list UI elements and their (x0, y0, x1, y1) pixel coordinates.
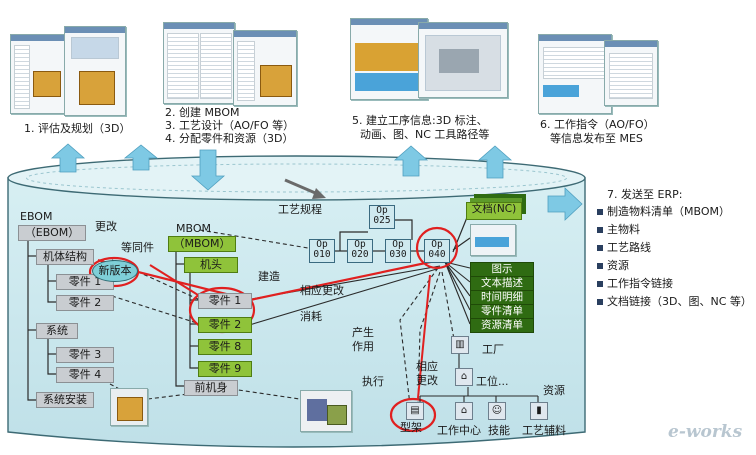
circle-op040 (415, 226, 459, 270)
mbom-title: MBOM (176, 222, 211, 235)
fixture-icon: ▤ (406, 402, 424, 420)
step5-caption-line1: 5. 建立工序信息:3D 标注、 (352, 114, 488, 127)
screenshot-work-instruction-2 (604, 40, 658, 106)
ebom-item-part4: 零件 4 (56, 367, 114, 383)
circle-fixture (389, 397, 437, 433)
factory-icon: ▥ (451, 336, 469, 354)
arrow-up-step6 (477, 145, 513, 179)
label-execute: 执行 (362, 375, 384, 388)
screenshot-evaluation-1 (10, 34, 66, 114)
mbom-item-part8: 零件 8 (198, 339, 252, 355)
work-center-icon: ⌂ (455, 402, 473, 420)
mbom-item-forward-fuselage: 前机身 (184, 380, 238, 396)
label-corr-change-2: 更改 (416, 374, 438, 387)
label-corr-change-1: 相应 (416, 360, 438, 373)
circle-new-version (88, 256, 140, 288)
step3-caption: 3. 工艺设计（AO/FO 等） (165, 119, 295, 132)
step5-caption-line2: 动画、图、NC 工具路径等 (360, 128, 490, 141)
step4-caption: 4. 分配零件和资源（3D） (165, 132, 294, 145)
label-corresponding-change: 相应更改 (300, 284, 344, 297)
ebom-item-system-install: 系统安装 (36, 392, 94, 408)
step2-caption: 2. 创建 MBOM (165, 106, 240, 119)
resource-resources: 资源 (543, 384, 565, 397)
screenshot-mbom (163, 22, 235, 104)
aux-material-icon: ▮ (530, 402, 548, 420)
arrow-up-2 (123, 144, 159, 171)
resource-factory: 工厂 (482, 343, 504, 356)
label-effect: 作用 (352, 340, 374, 353)
erp-item-document-link: 文档链接（3D、图、NC 等） (607, 295, 752, 308)
step1-caption: 1. 评估及规划（3D） (24, 122, 131, 135)
erp-item-routing: 工艺路线 (607, 241, 651, 254)
info-text-description[interactable]: 文本描述 (470, 276, 534, 291)
ebom-title: EBOM (20, 210, 53, 223)
info-time-detail[interactable]: 时间明细 (470, 290, 534, 305)
mbom-item-part1: 零件 1 (198, 293, 252, 309)
label-build: 建造 (258, 270, 280, 283)
erp-item-master-material: 主物料 (607, 223, 640, 236)
mbom-equivalent-label: 等同件 (121, 241, 154, 254)
arrow-to-process (284, 178, 321, 197)
resource-fixture: 型架 (400, 421, 422, 434)
thumb-fixture-3d (300, 390, 352, 432)
watermark-logo: e-works (668, 422, 743, 442)
erp-item-work-order-link: 工作指令链接 (607, 277, 673, 290)
resource-aux: 工艺辅料 (522, 424, 566, 437)
erp-item-resources: 资源 (607, 259, 629, 272)
screenshot-op-info-1 (350, 18, 428, 100)
screenshot-process (233, 30, 297, 106)
arrow-up-step5 (393, 145, 429, 177)
new-version-badge: 新版本 (92, 260, 138, 282)
thumb-system-install (110, 388, 148, 426)
label-produce: 产生 (352, 326, 374, 339)
skill-icon: ☺ (488, 402, 506, 420)
screenshot-op-info-2 (418, 22, 508, 98)
label-consume: 消耗 (300, 310, 322, 323)
mbom-item-part9: 零件 9 (198, 361, 252, 377)
ebom-update-label: 更改 (95, 220, 117, 233)
arrow-up-step1 (50, 143, 86, 173)
info-illustration[interactable]: 图示 (470, 262, 534, 277)
ebom-item-part2: 零件 2 (56, 295, 114, 311)
tank-top (7, 155, 586, 201)
info-resource-list[interactable]: 资源清单 (470, 318, 534, 333)
document-nc[interactable]: 文档(NC) (466, 202, 522, 220)
station-icon: ⌂ (455, 368, 473, 386)
resource-station: 工位... (476, 375, 509, 388)
arrow-right-erp (547, 187, 583, 221)
arrow-down-mbom (190, 149, 226, 191)
process-title: 工艺规程 (278, 203, 322, 216)
ebom-header: （EBOM） (18, 225, 86, 241)
ebom-item-body-structure: 机体结构 (36, 249, 94, 265)
mbom-item-nose: 机头 (184, 257, 238, 273)
resource-skill: 技能 (488, 424, 510, 437)
thumb-op-image (470, 224, 516, 256)
screenshot-evaluation-2 (64, 26, 126, 116)
mbom-item-part2: 零件 2 (198, 317, 252, 333)
screenshot-work-instruction-1 (538, 34, 612, 114)
erp-item-mbom: 制造物料清单（MBOM） (607, 205, 730, 218)
ebom-item-system: 系统 (36, 323, 78, 339)
info-part-list[interactable]: 零件清单 (470, 304, 534, 319)
resource-work-center: 工作中心 (437, 424, 481, 437)
mbom-header: （MBOM） (168, 236, 236, 252)
step6-caption-line1: 6. 工作指令（AO/FO） (540, 118, 655, 131)
erp-title: 7. 发送至 ERP: (607, 188, 683, 201)
step6-caption-line2: 等信息发布至 MES (550, 132, 643, 145)
ebom-item-part3: 零件 3 (56, 347, 114, 363)
